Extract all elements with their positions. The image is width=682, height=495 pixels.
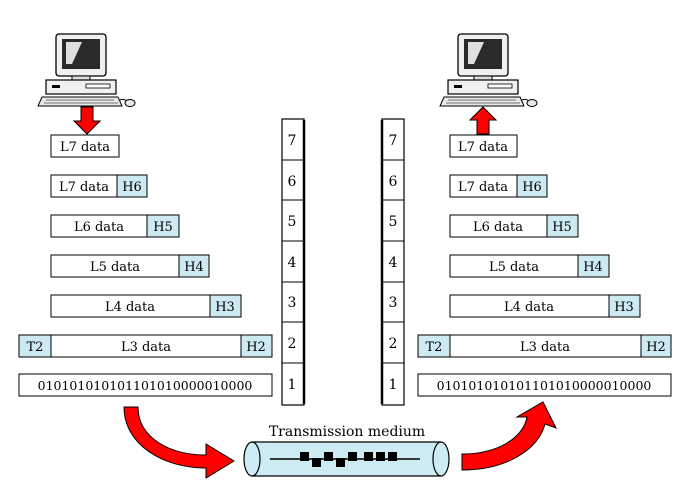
- layer-number: 4: [288, 255, 297, 271]
- header-label: H5: [153, 220, 173, 235]
- curved-arrow-icon: [123, 406, 235, 479]
- header-label: H3: [215, 300, 235, 315]
- signal-pulse: [300, 452, 309, 461]
- layer-number: 4: [389, 255, 398, 271]
- signal-pulse: [348, 452, 357, 461]
- data-label: L7 data: [458, 140, 508, 155]
- layer-number: 7: [389, 133, 398, 149]
- header-label: H4: [583, 260, 603, 275]
- curved-arrow-icon: [461, 401, 558, 471]
- data-label: L3 data: [520, 340, 570, 355]
- data-label: L3 data: [121, 340, 171, 355]
- data-label: L5 data: [90, 260, 140, 275]
- header-label: H6: [522, 180, 542, 195]
- transmission-medium: [243, 441, 450, 477]
- signal-pulse: [312, 458, 321, 467]
- receiver-stack: L7 data L7 data H6 L6 data H5 L5 data H4…: [417, 134, 672, 397]
- header-label: H2: [646, 340, 666, 355]
- header-label: H3: [614, 300, 634, 315]
- header-label: H4: [184, 260, 204, 275]
- signal-pulse: [324, 452, 333, 461]
- layer-number: 5: [389, 214, 398, 230]
- header-label: H6: [122, 180, 142, 195]
- medium-label: Transmission medium: [269, 424, 425, 440]
- layer-number: 2: [288, 336, 297, 352]
- sender-stack: L7 data L7 data H6 L6 data H5 L5 data H4…: [18, 134, 273, 397]
- layer-number: 1: [288, 377, 297, 393]
- data-label: L6 data: [473, 220, 523, 235]
- layer-number: 3: [389, 295, 398, 311]
- layer-number: 3: [288, 295, 297, 311]
- receiver-layer-column: 7 6 5 4 3 2 1: [380, 118, 405, 406]
- data-label: L7 data: [458, 180, 508, 195]
- signal-pulse: [376, 452, 385, 461]
- data-label: L4 data: [504, 300, 554, 315]
- computer-icon: [439, 33, 538, 108]
- data-label: L7 data: [60, 140, 110, 155]
- layer-number: 1: [389, 377, 398, 393]
- arrow-down-icon: [72, 106, 102, 135]
- arrow-up-icon: [468, 106, 498, 135]
- signal-pulse: [336, 458, 345, 467]
- trailer-label: T2: [27, 340, 44, 355]
- header-label: H5: [552, 220, 572, 235]
- data-label: L4 data: [105, 300, 155, 315]
- signal-pulse: [388, 452, 397, 461]
- data-label: L5 data: [489, 260, 539, 275]
- sender-layer-column: 7 6 5 4 3 2 1: [281, 118, 306, 406]
- trailer-label: T2: [426, 340, 443, 355]
- data-label: L6 data: [74, 220, 124, 235]
- signal-pulse: [364, 452, 373, 461]
- layer-number: 6: [389, 174, 398, 190]
- header-label: H2: [246, 340, 266, 355]
- layer-number: 7: [288, 133, 297, 149]
- layer-number: 2: [389, 336, 398, 352]
- computer-icon: [37, 33, 136, 108]
- layer-number: 5: [288, 214, 297, 230]
- data-label: L7 data: [59, 180, 109, 195]
- bitstream-label: 010101010101101010000010000: [38, 378, 253, 393]
- layer-number: 6: [288, 174, 297, 190]
- bitstream-label: 010101010101101010000010000: [437, 378, 652, 393]
